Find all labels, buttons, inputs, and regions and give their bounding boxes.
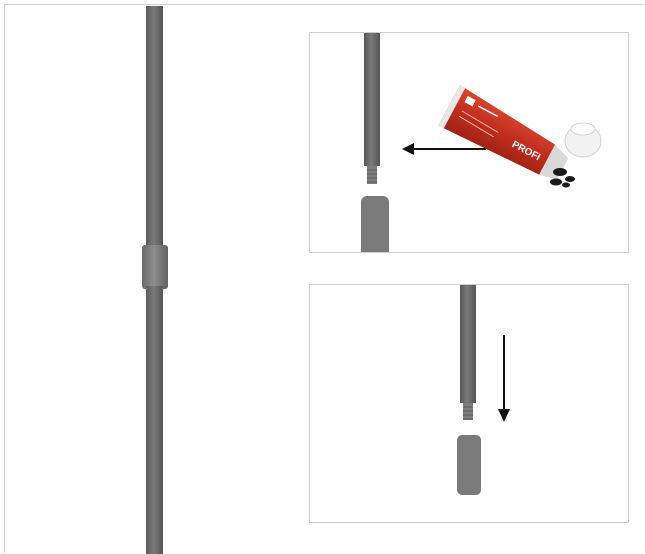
step-insert-sleeve-illustration: [310, 285, 629, 523]
rod-section: [364, 33, 380, 166]
step-panel-apply-adhesive: PROFI: [309, 32, 629, 253]
pole-lower-section: [146, 286, 163, 554]
connector-sleeve: [457, 435, 481, 495]
threaded-tip: [367, 166, 377, 184]
rod-section: [460, 285, 476, 403]
connector-sleeve: [361, 196, 389, 253]
arrow-left-icon: [402, 143, 486, 155]
tube-cap: [565, 123, 601, 157]
pole-connector-sleeve: [142, 245, 168, 289]
step-panel-insert-sleeve: [309, 284, 629, 523]
arrow-down-icon: [498, 335, 510, 422]
step-apply-adhesive-illustration: PROFI: [310, 33, 629, 253]
pole-upper-section: [146, 6, 163, 250]
